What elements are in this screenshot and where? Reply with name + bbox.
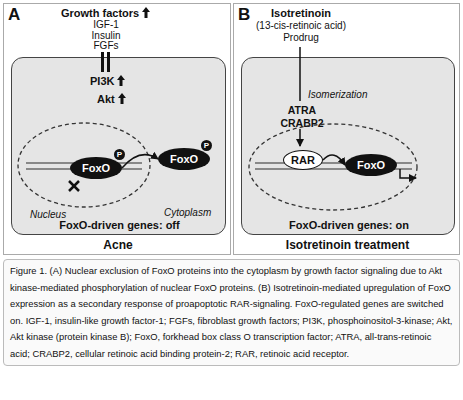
node-text: FoxO [170, 153, 198, 165]
increase-arrow [142, 7, 150, 18]
receptor-ellipse: RAR [283, 150, 323, 170]
kinase-label: Akt [97, 93, 115, 105]
node-text: FoxO [357, 159, 385, 171]
panel-frame: A Growth factorsIGF-1 Insulin FGFsAcne PI3… [3, 3, 231, 255]
kinase-label: PI3K [90, 75, 114, 87]
increase-arrow [117, 75, 125, 86]
phospho-mark: P [114, 149, 125, 160]
factor-list: IGF-1 Insulin FGFs [81, 20, 131, 52]
drug-note: (13-cis-retinoic acid) [236, 21, 366, 32]
panel-letter: B [238, 5, 250, 25]
protein-ellipse: FoxO [158, 148, 210, 170]
molecule-label: ATRA [272, 104, 332, 116]
gene-state: FoxO-driven genes: on [242, 219, 456, 232]
stimulus-label: Growth factors [61, 7, 139, 19]
figure-caption: Figure 1. (A) Nuclear exclusion of FoxO … [3, 259, 460, 366]
panel-frame: BIsotretinoin(13-cis-retinoic acid)Prodr… [233, 3, 460, 255]
increase-arrow-shape [142, 7, 150, 18]
node-text: RAR [291, 154, 315, 166]
node-text: FoxO [82, 162, 110, 174]
gene-state: FoxO-driven genes: off [12, 219, 227, 232]
protein-ellipse: FoxO [345, 154, 397, 176]
panel-condition: Acne [4, 239, 232, 253]
drug-label: Isotretinoin [241, 7, 361, 20]
compartment-label: Cytoplasm [164, 207, 211, 219]
text-with-arrow: Growth factors [61, 7, 150, 20]
text-with-arrow: PI3K [90, 75, 125, 88]
panel-condition: Isotretinoin treatment [234, 239, 461, 253]
process-label: Isomerization [308, 89, 367, 101]
molecule-label: CRABP2 [262, 117, 342, 129]
increase-arrow-shape [118, 93, 126, 104]
cell-body: PI3K AktNucleus CytoplasmFoxO-driven genes… [11, 57, 226, 235]
increase-arrow [118, 93, 126, 104]
protein-ellipse: FoxO [70, 157, 122, 179]
cell-body: IsomerizationATRACRABP2FoxO-driven genes… [241, 57, 455, 235]
panel-letter: A [8, 5, 20, 25]
phospho-mark: P [201, 140, 212, 151]
increase-arrow-shape [117, 75, 125, 86]
compartment-label: Nucleus [30, 209, 66, 221]
drug-note: Prodrug [241, 33, 361, 44]
text-with-arrow: Akt [97, 93, 126, 106]
